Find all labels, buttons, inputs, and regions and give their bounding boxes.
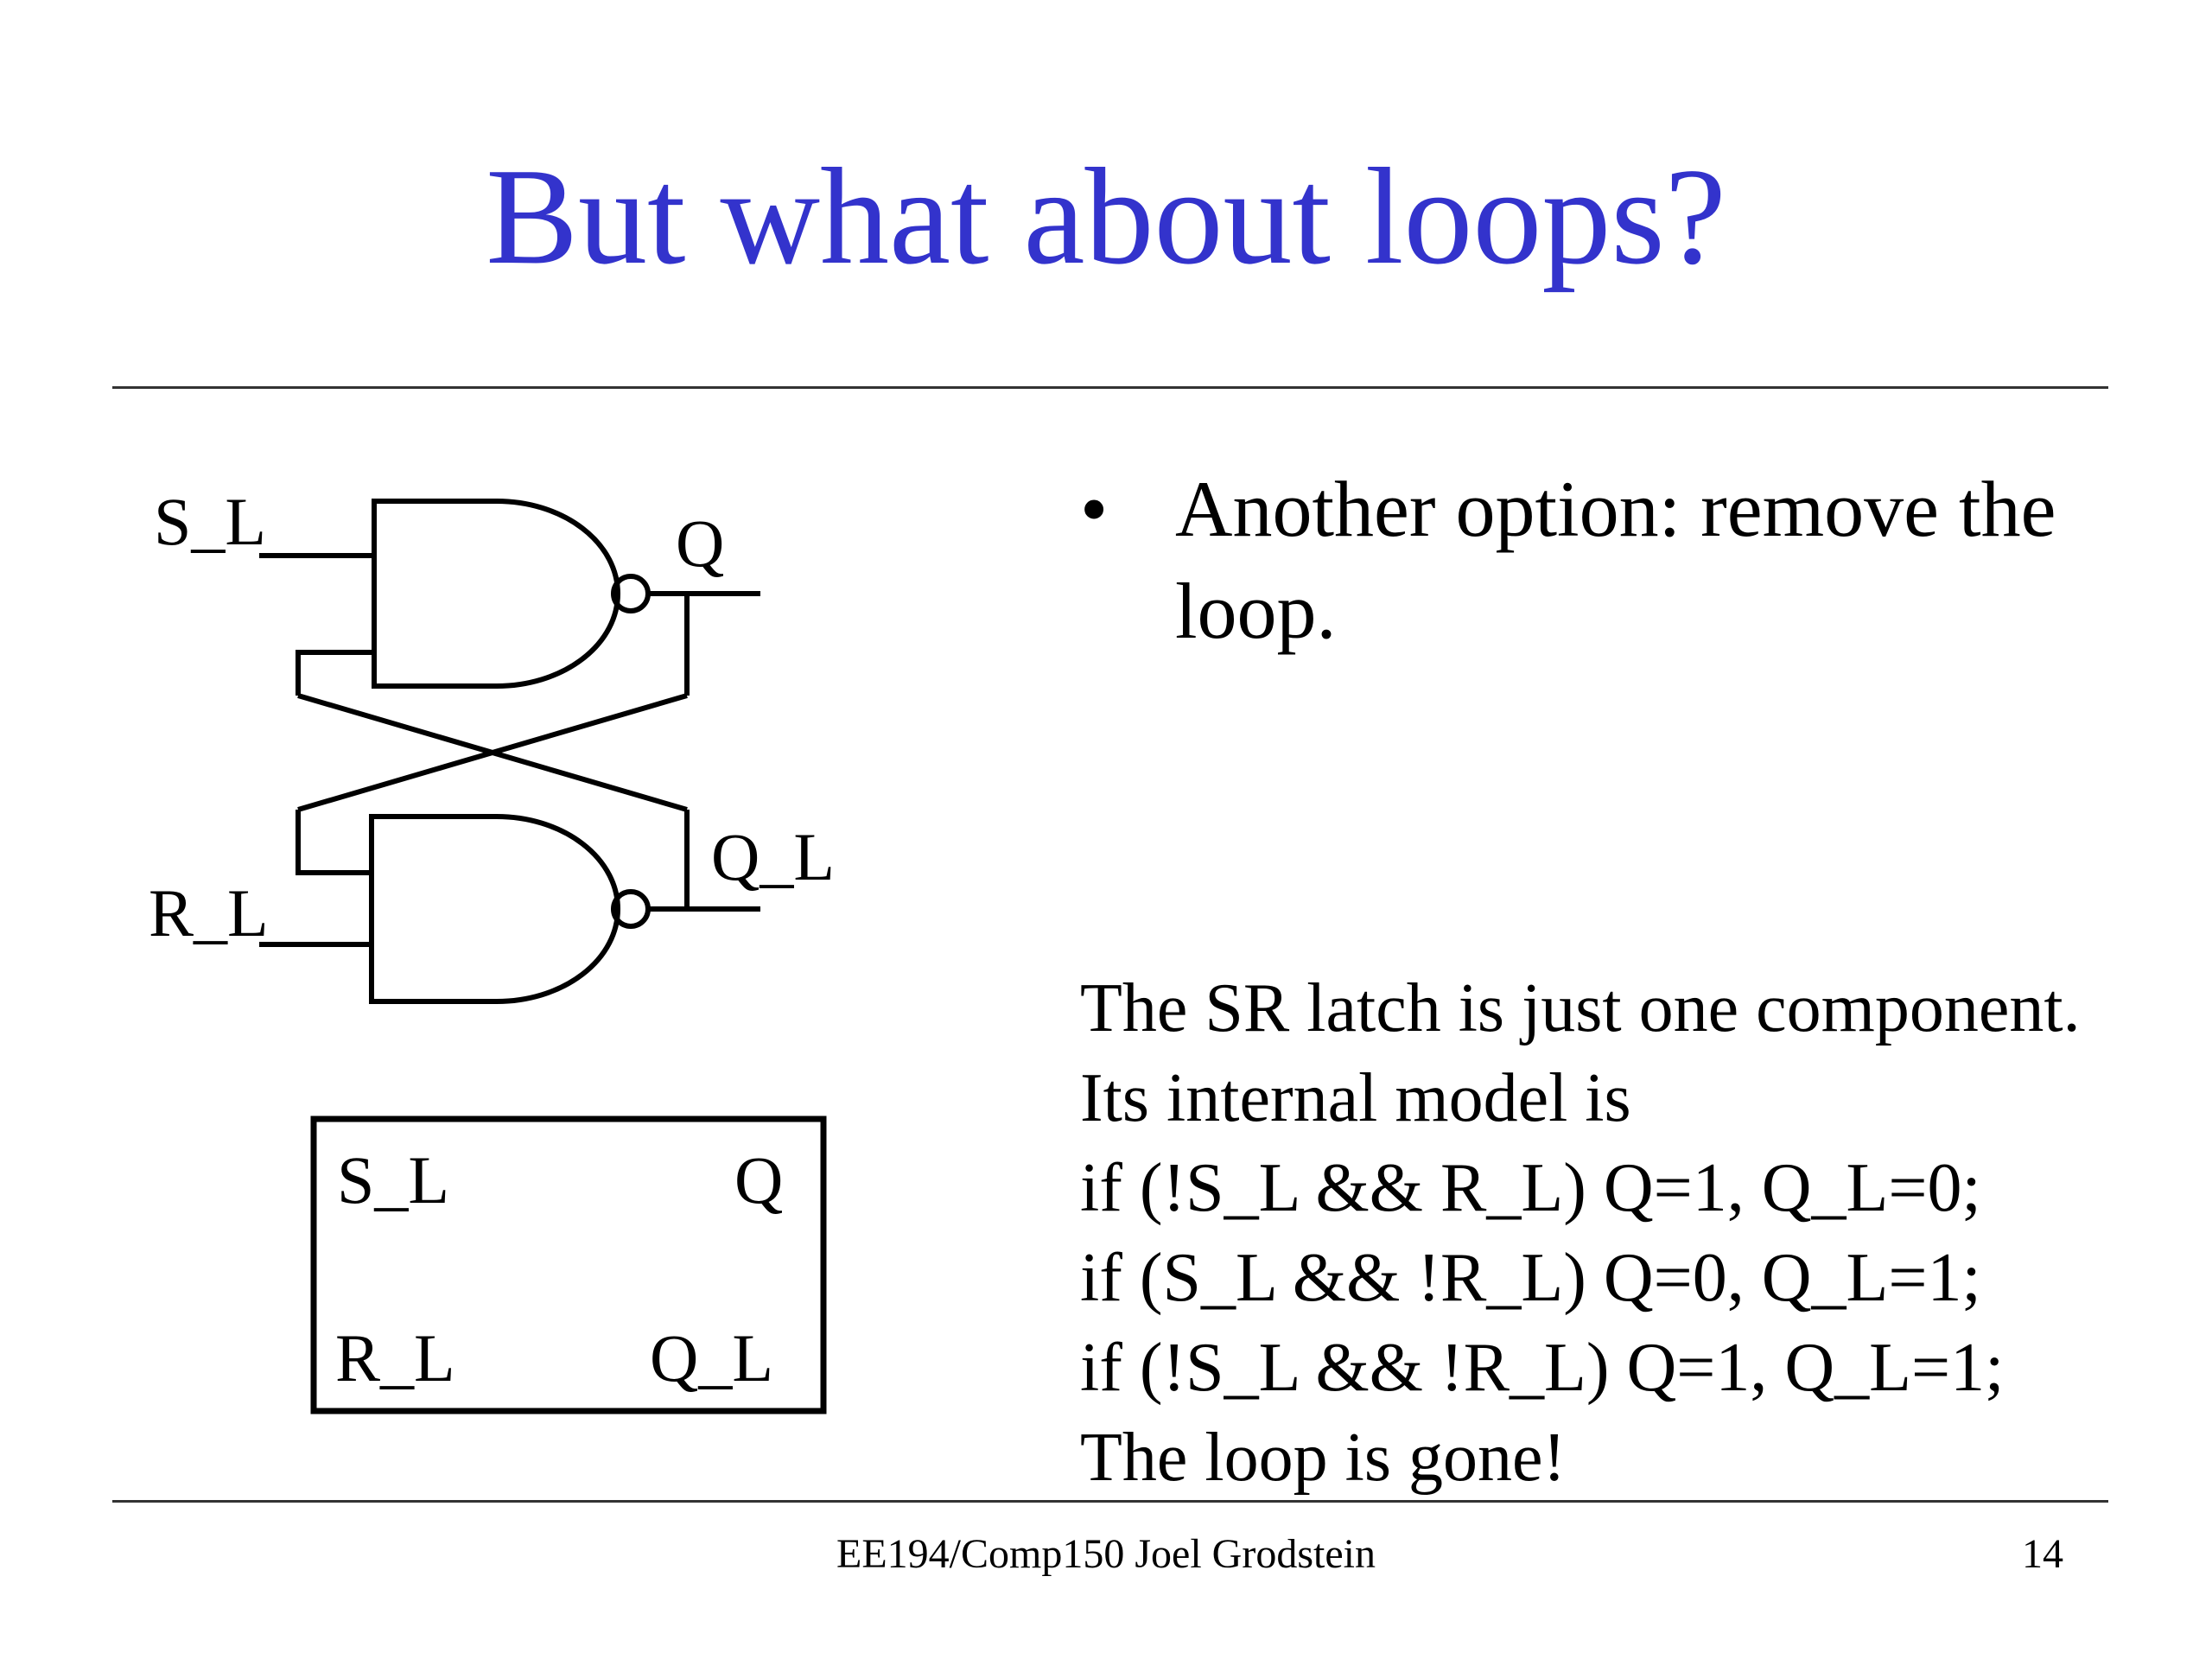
model-line: if (!S_L && !R_L) Q=1, Q_L=1; <box>1080 1330 2005 1406</box>
latch-label-q: Q <box>676 505 724 581</box>
model-line: The loop is gone! <box>1080 1420 1567 1496</box>
bottom-nand-gate <box>369 814 620 1004</box>
model-line: Its internal model is <box>1080 1060 1631 1136</box>
title-divider <box>112 386 2108 389</box>
block-label-q-bar: Q_L <box>650 1320 773 1395</box>
cross-wire-qbar-to-top <box>297 693 688 812</box>
page-number: 14 <box>2022 1531 2063 1577</box>
model-line: if (!S_L && R_L) Q=1, Q_L=0; <box>1080 1150 1981 1226</box>
block-label-q: Q <box>734 1142 783 1217</box>
bullet-text: Another option: remove the loop. <box>1175 465 2056 655</box>
latch-label-set: S_L <box>154 484 266 559</box>
block-label-reset: R_L <box>335 1320 455 1395</box>
top-nand-gate <box>372 499 620 689</box>
footer-divider <box>112 1500 2108 1503</box>
bullet-marker: • <box>1080 465 1109 553</box>
model-line: if (S_L && !R_L) Q=0, Q_L=1; <box>1080 1240 1981 1316</box>
top-feedback-wire <box>296 650 374 696</box>
sr-latch-block <box>310 1116 827 1414</box>
bottom-feedback-wire <box>296 810 372 875</box>
slide-title: But what about loops? <box>486 139 1726 293</box>
latch-label-reset: R_L <box>149 875 269 950</box>
slide-footer: EE194/Comp150 Joel Grodstein <box>836 1531 1376 1577</box>
block-label-set: S_L <box>337 1142 449 1217</box>
internal-model-text: The SR latch is just one component. Its … <box>1080 963 2203 1503</box>
model-line: The SR latch is just one component. <box>1080 970 2081 1046</box>
latch-label-q-bar: Q_L <box>711 819 835 894</box>
